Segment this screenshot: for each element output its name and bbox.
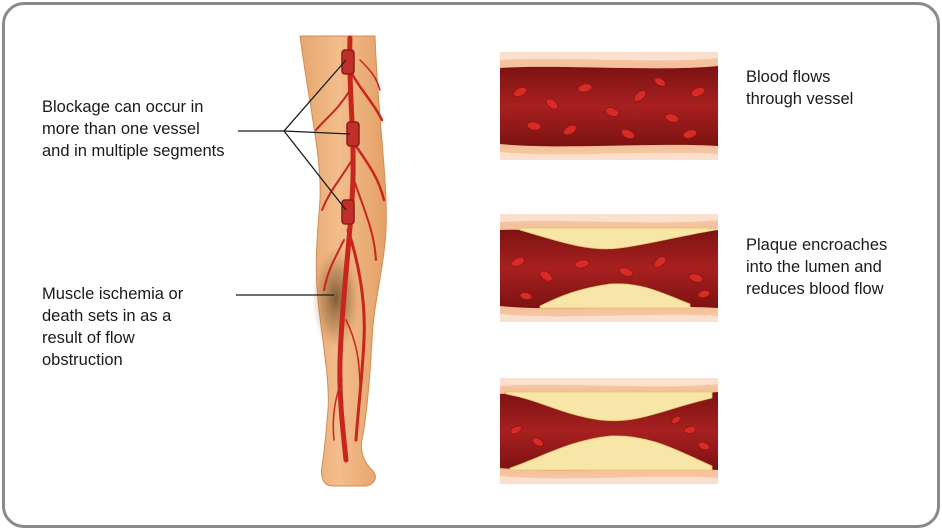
vessel-healthy [500,52,718,160]
label-ischemia-line1: Muscle ischemia or [42,283,183,305]
vessel-partial-plaque [500,214,718,322]
label-ischemia-line4: obstruction [42,349,183,371]
label-ischemia: Muscle ischemia or death sets in as a re… [42,283,183,371]
label-vessel1-line1: Blood flows [746,66,853,88]
label-vessel1-line2: through vessel [746,88,853,110]
label-vessel2-line3: reduces blood flow [746,278,887,300]
label-blockage-line1: Blockage can occur in [42,96,225,118]
label-blockage-line3: and in multiple segments [42,140,225,162]
label-ischemia-line2: death sets in as a [42,305,183,327]
label-blockage-line2: more than one vessel [42,118,225,140]
label-vessel-plaque: Plaque encroaches into the lumen and red… [746,234,887,300]
label-vessel-healthy: Blood flows through vessel [746,66,853,110]
label-vessel2-line2: into the lumen and [746,256,887,278]
label-ischemia-line3: result of flow [42,327,183,349]
vessel-severe-plaque [500,378,718,484]
label-blockage: Blockage can occur in more than one vess… [42,96,225,162]
label-vessel2-line1: Plaque encroaches [746,234,887,256]
